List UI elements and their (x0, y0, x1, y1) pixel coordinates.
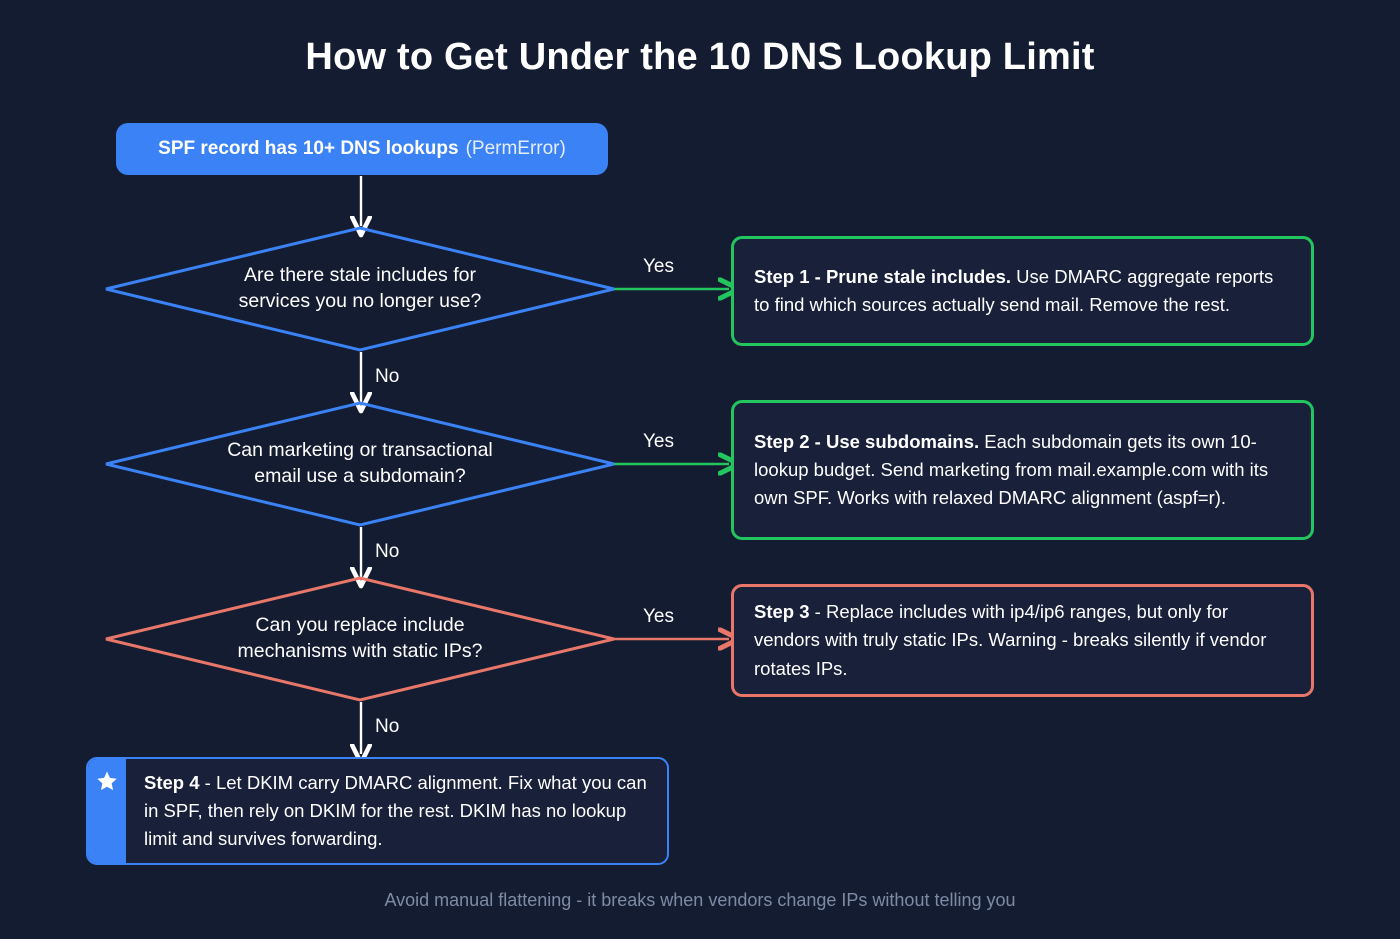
outcome-step-3-body: - Replace includes with ip4/ip6 ranges, … (754, 601, 1267, 679)
star-icon (97, 771, 117, 791)
page-title: How to Get Under the 10 DNS Lookup Limit (305, 36, 1095, 78)
edge-label-no-2: No (375, 541, 400, 562)
decision-diamond-shape (105, 226, 615, 352)
outcome-step-2[interactable]: Step 2 - Use subdomains. Each subdomain … (731, 400, 1314, 540)
step-4-accent-bar (88, 759, 126, 863)
decision-diamond-shape (105, 401, 615, 527)
outcome-step-1[interactable]: Step 1 - Prune stale includes. Use DMARC… (731, 236, 1314, 346)
outcome-step-1-heading: Step 1 - Prune stale includes. (754, 265, 1012, 287)
outcome-step-3-heading: Step 3 (754, 601, 810, 623)
edge-label-yes-3: Yes (643, 606, 674, 627)
footer-note: Avoid manual flattening - it breaks when… (384, 890, 1016, 910)
edge-label-no-1: No (375, 366, 400, 387)
edge-label-yes-1: Yes (643, 256, 674, 277)
start-node-suffix-label: (PermError) (465, 138, 566, 159)
start-node-spf-permerror[interactable]: SPF record has 10+ DNS lookups (PermErro… (116, 123, 608, 175)
outcome-step-4[interactable]: Step 4 - Let DKIM carry DMARC alignment.… (86, 757, 669, 865)
step-4-body: - Let DKIM carry DMARC alignment. Fix wh… (144, 772, 647, 849)
start-node-bold-label: SPF record has 10+ DNS lookups (158, 138, 459, 159)
outcome-step-3[interactable]: Step 3 - Replace includes with ip4/ip6 r… (731, 584, 1314, 697)
decision-stale-includes[interactable]: Are there stale includes for services yo… (104, 226, 616, 352)
outcome-step-2-body: Each subdomain gets its own 10-lookup bu… (754, 430, 1269, 509)
edge-label-no-3: No (375, 716, 400, 737)
step-4-heading: Step 4 (144, 772, 200, 794)
outcome-step-1-body: Use DMARC aggregate reports to find whic… (754, 265, 1274, 315)
decision-diamond-shape (105, 576, 615, 702)
edge-label-yes-2: Yes (643, 431, 674, 452)
outcome-step-2-heading: Step 2 - Use subdomains. (754, 430, 980, 452)
decision-static-ips[interactable]: Can you replace include mechanisms with … (104, 576, 616, 702)
decision-subdomain[interactable]: Can marketing or transactional email use… (104, 401, 616, 527)
